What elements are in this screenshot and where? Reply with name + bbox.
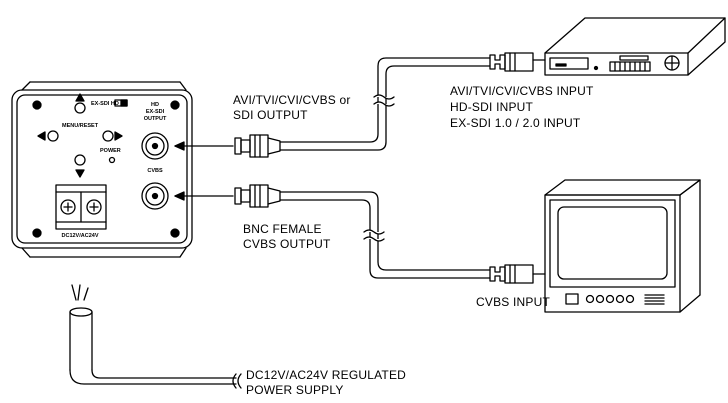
arrow-up-icon [75,93,85,102]
menu-reset-label: MENU/RESET [62,123,99,129]
arrow-cvbs-output [174,191,234,201]
hd-output-label-1: HD [151,102,159,108]
hd-output-label-2: EX-SDI [146,109,165,115]
arrow-hd-output [174,141,234,151]
screw-icon [32,228,42,238]
screw-icon [170,228,180,238]
dvr-plug [489,52,546,72]
cable-break-icon [363,229,385,235]
dvr-input-callout-3: EX-SDI 1.0 / 2.0 INPUT [450,116,581,130]
monitor-plug [489,264,546,284]
bnc-port-cvbs [141,182,169,210]
monitor-button-icon [565,293,579,305]
monitor-input-callout: CVBS INPUT [476,295,550,309]
hd-output-callout-1: AVI/TVI/CVI/CVBS or [233,93,351,107]
arrow-down-icon [75,169,85,178]
button-right [102,130,114,142]
power-cable [69,284,242,389]
power-terminal-block [55,184,107,230]
bnc-port-hd-output [141,132,169,160]
cable-break-icon [232,373,237,389]
camera-back-panel [11,81,193,258]
cable-break-icon [373,94,395,100]
button-left [47,130,59,142]
cable-hd-output [279,57,491,151]
power-label: POWER [100,148,121,154]
power-led-icon [108,156,116,164]
switch-label: EX-SDI HD [91,101,119,107]
dvr-recorder [544,17,726,76]
hd-output-label-3: OUTPUT [144,116,167,122]
power-supply-callout-1: DC12V/AC24V REGULATED [246,368,406,382]
menu-joystick [37,93,128,178]
cvbs-output-callout-1: BNC FEMALE [243,222,322,236]
screw-icon [32,100,42,110]
cable-cvbs-output [279,191,491,279]
cvbs-monitor [544,179,701,313]
terminal-screw-icon [60,199,76,215]
monitor-screen [557,206,668,280]
hd-output-callout-2: SDI OUTPUT [233,108,308,122]
button-down [74,154,86,166]
cvbs-port-label: CVBS [147,168,163,174]
power-supply-callout-2: POWER SUPPLY [246,383,344,397]
dvr-input-callout-2: HD-SDI INPUT [450,100,534,114]
power-terminal-label: DC12V/AC24V [62,233,99,239]
button-up [74,102,86,114]
dvr-disc-tray [549,57,589,70]
arrow-left-icon [37,131,46,141]
bnc-connector-hd [234,134,281,158]
arrow-right-icon [114,131,123,141]
bnc-connector-cvbs [234,184,281,208]
screw-icon [170,100,180,110]
dvr-input-callout-1: AVI/TVI/CVI/CVBS INPUT [450,84,594,98]
switch-knob-icon [120,99,128,107]
terminal-screw-icon [86,199,102,215]
cvbs-output-callout-2: CVBS OUTPUT [243,237,331,251]
